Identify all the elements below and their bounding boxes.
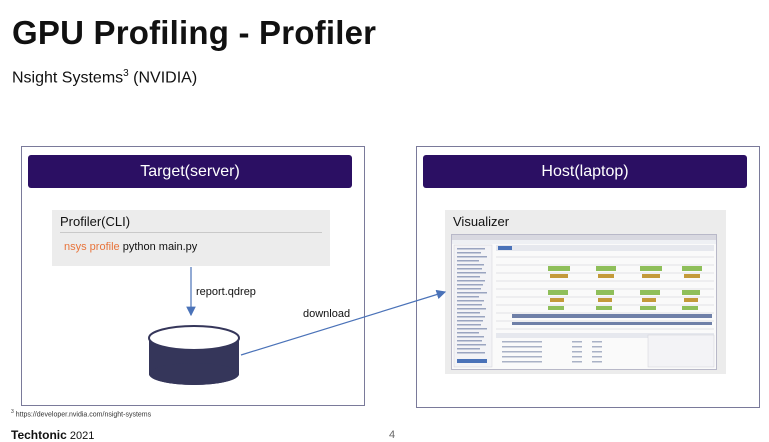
- command-args: python main.py: [119, 241, 198, 253]
- profiler-cli-divider: [60, 232, 322, 233]
- visualizer-screenshot-drawing: [452, 235, 716, 368]
- footnote-text: https://developer.nvidia.com/nsight-syst…: [13, 411, 152, 419]
- brand-year: 2021: [66, 430, 95, 442]
- download-arrow: [240, 289, 447, 356]
- footnote-mark: 3: [11, 409, 14, 415]
- subtitle-footnote-mark: 3: [123, 68, 129, 79]
- host-header: Host(laptop): [423, 155, 747, 188]
- visualizer-box: Visualizer: [445, 210, 726, 374]
- command-keyword: nsys profile: [64, 241, 120, 253]
- visualizer-title: Visualizer: [453, 214, 510, 229]
- database-cylinder-icon: [148, 325, 240, 385]
- target-header: Target(server): [28, 155, 352, 188]
- subtitle-suffix: (NVIDIA): [128, 69, 198, 87]
- profiler-cli-title: Profiler(CLI): [60, 214, 131, 229]
- report-file-label: report.qdrep: [196, 286, 256, 298]
- subtitle-text: Nsight Systems: [12, 69, 124, 87]
- visualizer-screenshot: [451, 234, 717, 370]
- profiler-command: nsys profile python main.py: [64, 241, 197, 253]
- slide-title: GPU Profiling - Profiler: [12, 14, 377, 51]
- brand-name: Techtonic: [11, 428, 67, 442]
- download-label: download: [303, 308, 351, 320]
- page-number: 4: [389, 429, 396, 441]
- footnote: 3 https://developer.nvidia.com/nsight-sy…: [11, 409, 151, 418]
- brand-logo: Techtonic 2021: [11, 428, 94, 442]
- profiler-cli-box: Profiler(CLI) nsys profile python main.p…: [52, 210, 330, 266]
- slide-subtitle: Nsight Systems3 (NVIDIA): [12, 68, 197, 87]
